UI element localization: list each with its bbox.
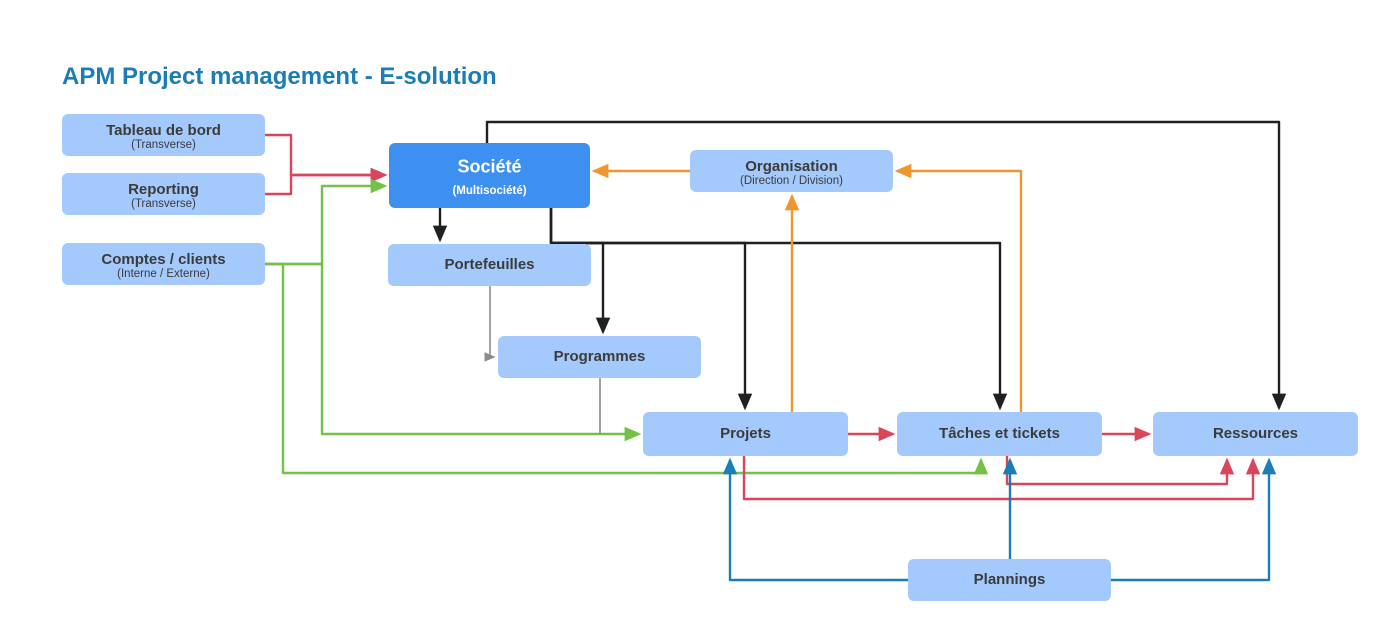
node-label-taches: Tâches et tickets: [939, 425, 1060, 442]
edge-societe-top-to-ressources: [485, 120, 1287, 411]
node-reporting[interactable]: Reporting(Transverse): [62, 173, 265, 215]
node-box-taches[interactable]: [897, 412, 1102, 456]
node-box-organisation[interactable]: [690, 150, 893, 192]
node-label-organisation: Organisation: [745, 158, 838, 175]
edge-taches-to-organisation: [894, 163, 1023, 412]
node-plannings[interactable]: Plannings: [908, 559, 1111, 601]
edge-tableau-to-societe: [265, 133, 388, 183]
edge-projets-to-ressources-loop: [742, 456, 1261, 501]
node-taches[interactable]: Tâches et tickets: [897, 412, 1102, 456]
edge-comptes-to-projets: [265, 262, 642, 442]
node-label-ressources: Ressources: [1213, 425, 1298, 442]
edge-comptes-to-societe: [265, 178, 388, 266]
node-box-societe[interactable]: [389, 143, 590, 208]
node-label-portefeuilles: Portefeuilles: [444, 256, 534, 273]
node-label-projets: Projets: [720, 425, 771, 442]
node-tableau[interactable]: Tableau de bord(Transverse): [62, 114, 265, 156]
node-portefeuilles[interactable]: Portefeuilles: [388, 244, 591, 286]
node-organisation[interactable]: Organisation(Direction / Division): [690, 150, 893, 192]
node-programmes[interactable]: Programmes: [498, 336, 701, 378]
edge-reporting-to-societe: [265, 167, 388, 196]
node-label-plannings: Plannings: [974, 571, 1046, 588]
node-box-portefeuilles[interactable]: [388, 244, 591, 286]
node-label-reporting: Reporting: [128, 181, 199, 198]
node-label-tableau: Tableau de bord: [106, 122, 221, 139]
node-box-programmes[interactable]: [498, 336, 701, 378]
node-layer: Tableau de bord(Transverse)Reporting(Tra…: [62, 114, 1358, 601]
page-title: APM Project management - E-solution: [62, 63, 497, 90]
node-ressources[interactable]: Ressources: [1153, 412, 1358, 456]
edge-portefeuilles-to-programmes: [484, 286, 496, 362]
node-societe[interactable]: Société (Multisociété): [389, 143, 590, 208]
node-sublabel-tableau: (Transverse): [131, 139, 196, 151]
node-box-tableau[interactable]: [62, 114, 265, 156]
edge-comptes-to-taches: [265, 262, 989, 475]
edge-plannings-to-ressources: [1111, 457, 1277, 582]
node-box-reporting[interactable]: [62, 173, 265, 215]
node-box-plannings[interactable]: [908, 559, 1111, 601]
node-projets[interactable]: Projets: [643, 412, 848, 456]
node-box-projets[interactable]: [643, 412, 848, 456]
node-box-comptes[interactable]: [62, 243, 265, 285]
node-comptes[interactable]: Comptes / clients(Interne / Externe): [62, 243, 265, 285]
edge-layer: [265, 120, 1287, 582]
edge-taches-to-ressources-loop: [1005, 456, 1235, 486]
node-sublabel-reporting: (Transverse): [131, 198, 196, 210]
node-sublabel-societe: (Multisociété): [452, 185, 526, 197]
edge-plannings-to-projets: [722, 457, 908, 582]
node-label-societe: Société: [457, 156, 521, 176]
node-label-comptes: Comptes / clients: [101, 251, 225, 268]
node-label-programmes: Programmes: [554, 348, 646, 365]
edge-societe-to-taches: [549, 208, 1008, 411]
node-sublabel-comptes: (Interne / Externe): [117, 268, 210, 280]
node-sublabel-organisation: (Direction / Division): [740, 175, 843, 187]
node-box-ressources[interactable]: [1153, 412, 1358, 456]
